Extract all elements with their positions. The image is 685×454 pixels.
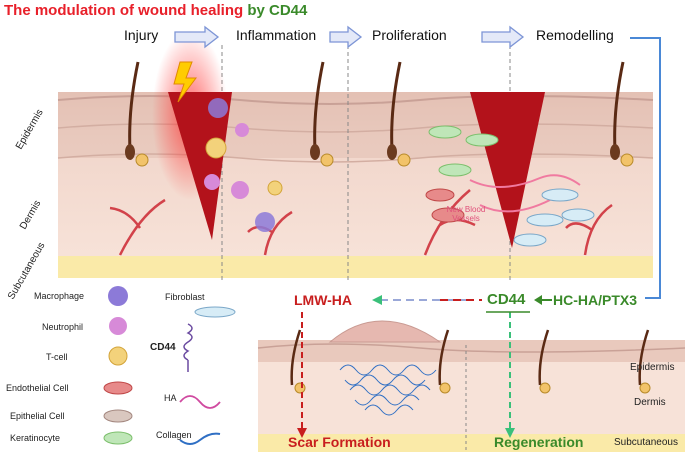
lightning-icon [173, 61, 197, 103]
subcutaneous-layer [58, 256, 653, 278]
fibroblast-icon [194, 306, 236, 318]
legend-neutrophil: Neutrophil [42, 322, 84, 332]
cd44-icon [183, 323, 193, 372]
regeneration-label: Regeneration [494, 434, 584, 450]
epithelial-cell-icon [103, 409, 133, 423]
ha-icon [179, 395, 221, 409]
legend-collagen: Collagen [156, 430, 192, 440]
lmw-ha-label: LMW-HA [294, 292, 353, 308]
legend-macrophage: Macrophage [34, 291, 85, 301]
title-part-2: by CD44 [247, 2, 308, 19]
collagen-icon [179, 432, 221, 445]
wound-proliferation [470, 92, 545, 248]
remodelling-connector [630, 37, 661, 299]
wound-injury [168, 92, 232, 240]
neutrophil-icon [109, 317, 127, 335]
stage-injury: Injury [124, 27, 159, 43]
legend-keratinocyte: Keratinocyte [10, 433, 61, 443]
bottom-layer-dermis: Dermis [634, 397, 666, 408]
bottom-layer-subcutaneous: Subcutaneous [614, 437, 678, 448]
bottom-layer-epidermis: Epidermis [630, 362, 675, 373]
legend-ha: HA [164, 393, 177, 403]
new-blood-vessels-label: New Blood Vessels [446, 205, 486, 223]
legend-tcell: T-cell [46, 352, 68, 362]
scar-formation-label: Scar Formation [288, 434, 391, 450]
keratinocyte-icon [103, 431, 133, 445]
scar-bump [328, 320, 442, 343]
title-part-1: The modulation of wound healing [4, 2, 248, 19]
endothelial-cell-icon [103, 381, 133, 395]
macrophage-icon [108, 286, 128, 306]
legend-endothelial: Endothelial Cell [6, 383, 69, 393]
tcell-icon [108, 346, 128, 366]
hc-ha-ptx3-label: HC-HA/PTX3 [553, 292, 638, 308]
legend-fibroblast: Fibroblast [165, 292, 205, 302]
stage-inflammation: Inflammation [236, 27, 317, 43]
legend-cd44: CD44 [150, 342, 176, 353]
stage-remodelling: Remodelling [536, 27, 614, 43]
legend-epithelial: Epithelial Cell [10, 411, 65, 421]
figure-title: The modulation of wound healing by CD44 [4, 2, 307, 19]
stage-proliferation: Proliferation [372, 27, 447, 43]
cd44-label: CD44 [487, 291, 526, 308]
